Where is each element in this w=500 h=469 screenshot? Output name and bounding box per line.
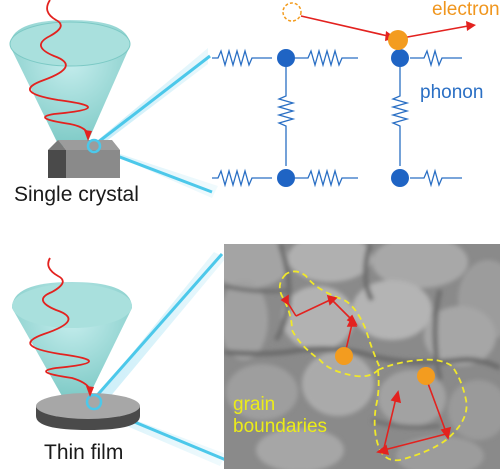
focus-circle-top — [86, 138, 102, 154]
focus-circle-bottom — [85, 393, 103, 411]
atom — [391, 169, 409, 187]
photon-ray-top — [29, 0, 90, 139]
electron-label: electron — [432, 0, 500, 20]
electron-path-in — [300, 15, 389, 37]
electron-dot — [388, 30, 408, 50]
electron-dot-sem-2 — [417, 367, 435, 385]
single-crystal-block — [48, 140, 120, 178]
grain-boundary-2 — [373, 358, 468, 462]
sem-image — [224, 244, 500, 469]
light-cone-bottom — [12, 282, 132, 401]
grain-label-line1: grain — [233, 394, 276, 415]
photon-ray-bottom — [29, 257, 92, 395]
phonon-lattice — [212, 48, 462, 188]
atom — [277, 49, 295, 67]
atom — [277, 169, 295, 187]
grain-boundary-1 — [278, 270, 382, 378]
electron-dot-sem-1 — [335, 347, 353, 365]
photon-arrowhead-bottom — [86, 386, 94, 397]
electron-arrowhead-out — [466, 21, 476, 31]
zoom-beam-bottom — [91, 252, 227, 466]
single-crystal-label: Single crystal — [14, 183, 139, 206]
photon-arrowhead-top — [84, 130, 92, 141]
grain-label-line2: boundaries — [233, 416, 328, 437]
atom — [391, 49, 409, 67]
light-cone-top — [9, 20, 131, 149]
scattering-arrows — [280, 294, 452, 456]
phonon-atoms — [277, 49, 409, 187]
phonon-label: phonon — [420, 82, 484, 103]
electron-previous — [282, 2, 302, 22]
electron-path-out — [401, 25, 469, 39]
thin-film-label: Thin film — [44, 441, 124, 464]
grain-boundaries-label: grain boundaries — [233, 394, 327, 438]
